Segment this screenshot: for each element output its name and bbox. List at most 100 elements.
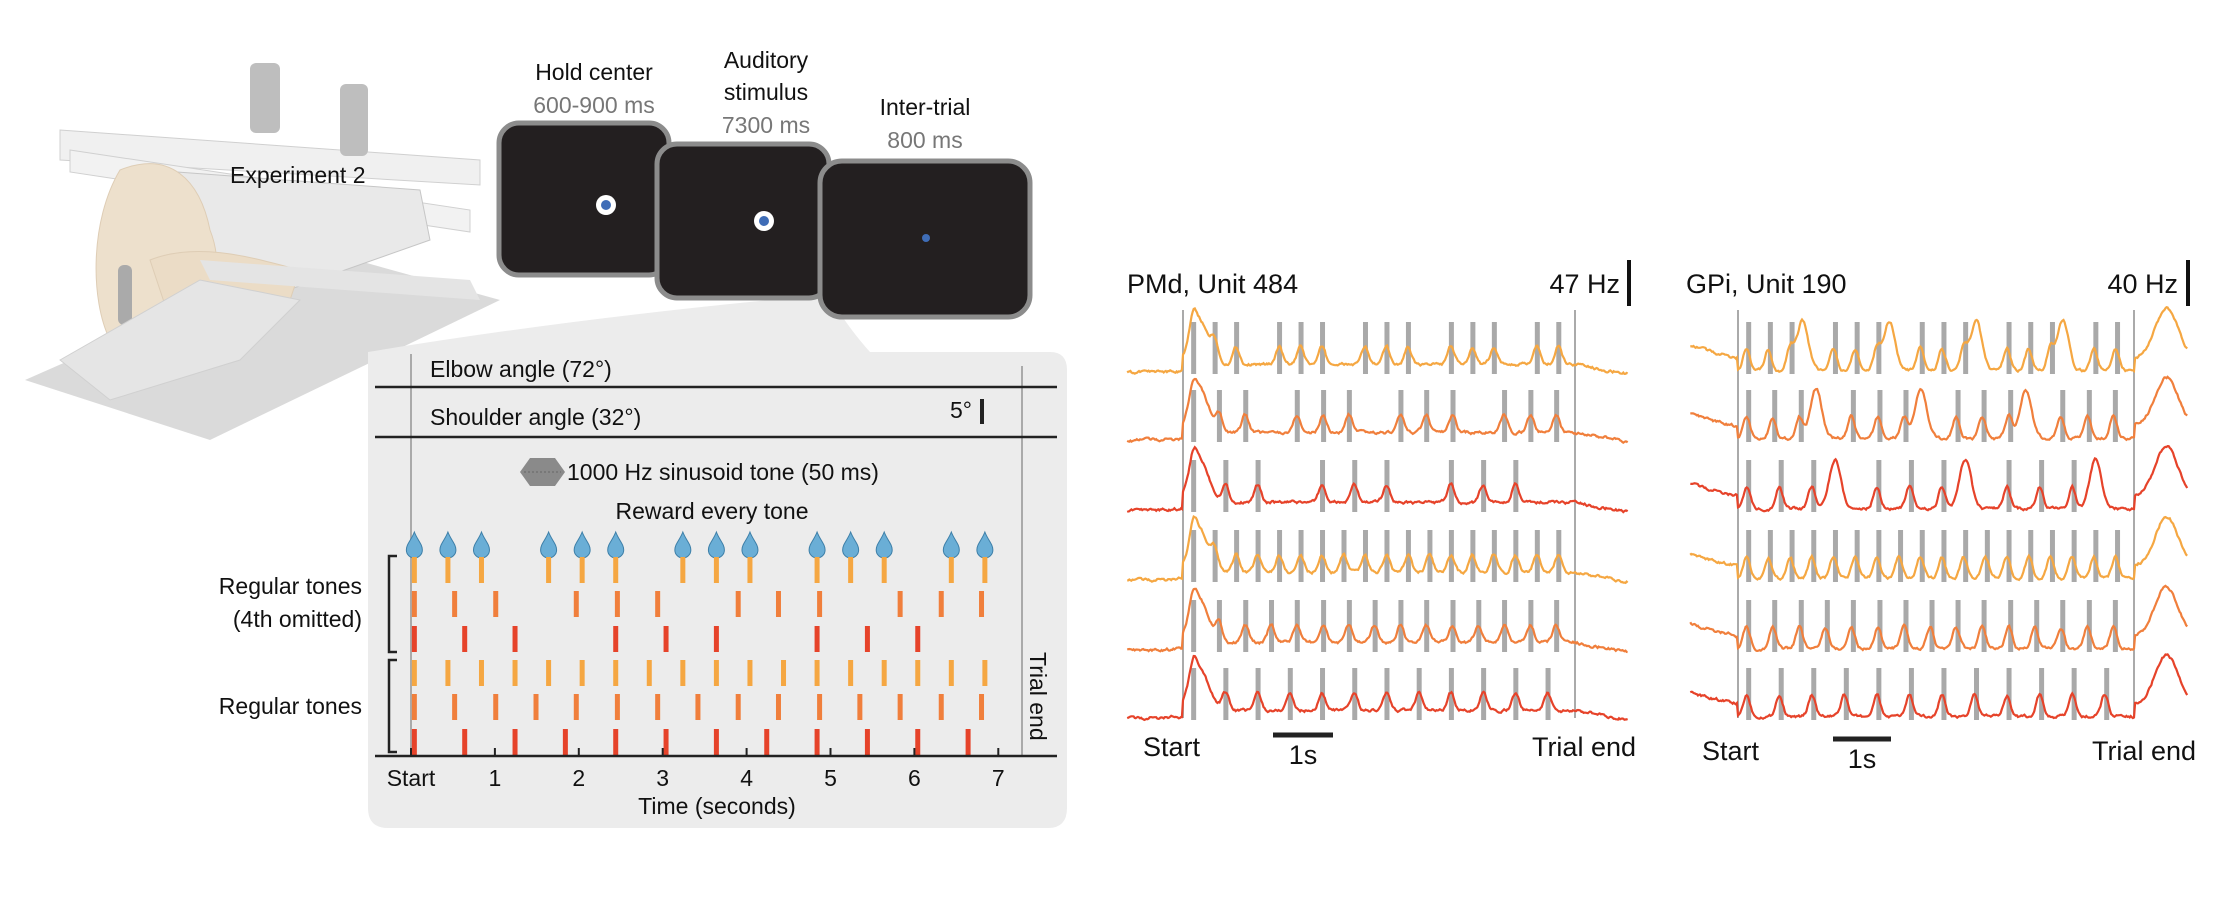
tone-tick xyxy=(452,694,458,720)
tone-tick xyxy=(747,660,753,686)
tone-tick xyxy=(775,694,781,720)
tone-bar xyxy=(1941,530,1947,582)
auditory-stimulus-label-1: Auditory xyxy=(724,47,809,73)
tone-bar xyxy=(2049,530,2055,582)
tone-tick xyxy=(817,694,823,720)
tone-tick xyxy=(864,729,870,755)
gpi-title: GPi, Unit 190 xyxy=(1686,269,1847,299)
tone-bar xyxy=(1876,460,1882,512)
tone-tick xyxy=(814,626,820,652)
tone-bar xyxy=(1824,600,1830,652)
firing-rate-trace xyxy=(1690,375,2188,442)
tone-bar xyxy=(1746,530,1752,582)
tone-tick xyxy=(663,729,669,755)
firing-rate-trace xyxy=(1126,306,1629,376)
tone-bar xyxy=(1941,322,1947,374)
gpi-time-scale-label: 1s xyxy=(1848,744,1877,774)
tone-bar xyxy=(1908,668,1914,720)
tone-bar xyxy=(1767,322,1773,374)
tone-bar xyxy=(2093,530,2099,582)
tone-tick xyxy=(562,729,568,755)
group-regular-label: Regular tones xyxy=(219,693,362,719)
tone-tick xyxy=(411,694,417,720)
tone-bar xyxy=(2071,460,2077,512)
tone-tick xyxy=(579,660,585,686)
tone-bar xyxy=(1191,600,1197,652)
reward-label: Reward every tone xyxy=(615,498,808,524)
tone-bar xyxy=(1981,390,1987,442)
tone-bar xyxy=(1941,668,1947,720)
tone-tick xyxy=(512,729,518,755)
tone-tick xyxy=(857,694,863,720)
tone-bar xyxy=(1789,530,1795,582)
tone-tick xyxy=(478,660,484,686)
tone-tick xyxy=(915,729,921,755)
tone-bar xyxy=(2006,460,2012,512)
group-omitted-label-1: Regular tones xyxy=(219,573,362,599)
firing-rate-trace xyxy=(1689,515,2188,582)
tone-bar xyxy=(2039,460,2045,512)
tone-tick xyxy=(979,694,985,720)
tone-bar xyxy=(1798,600,1804,652)
tone-bar xyxy=(1212,322,1218,374)
x-tick-label: 7 xyxy=(992,765,1005,791)
tone-tick xyxy=(462,626,468,652)
tone-tick xyxy=(915,660,921,686)
tone-tick xyxy=(864,626,870,652)
firing-rate-trace xyxy=(1690,444,2189,513)
tone-bar xyxy=(1778,460,1784,512)
auditory-stimulus-duration: 7300 ms xyxy=(722,112,810,138)
inter-trial-duration: 800 ms xyxy=(887,127,962,153)
tone-bar xyxy=(1850,390,1856,442)
gpi-tone-bars xyxy=(1746,322,2121,720)
tone-tick xyxy=(982,660,988,686)
tone-bar xyxy=(2034,600,2040,652)
pmd-time-scale-label: 1s xyxy=(1289,740,1318,770)
tone-bar xyxy=(2006,322,2012,374)
tone-tick xyxy=(695,694,701,720)
tone-tick xyxy=(775,591,781,617)
tone-tick xyxy=(897,591,903,617)
tone-waveform-icon xyxy=(520,458,565,486)
tone-bar xyxy=(2060,600,2066,652)
tone-tick xyxy=(848,557,854,583)
pmd-traces xyxy=(1126,306,1629,722)
tone-bar xyxy=(2008,600,2014,652)
gpi-traces xyxy=(1689,305,2189,720)
tone-bar xyxy=(1919,530,1925,582)
tone-tick xyxy=(613,626,619,652)
screen-hold-center xyxy=(496,120,672,278)
tone-tick xyxy=(713,729,719,755)
tone-tick xyxy=(848,660,854,686)
tone-bar xyxy=(1767,530,1773,582)
tone-bar xyxy=(1941,460,1947,512)
tone-tick xyxy=(881,557,887,583)
tone-bar xyxy=(1556,322,1562,374)
screen-auditory-stimulus xyxy=(654,141,832,301)
time-axis-label: Time (seconds) xyxy=(638,793,796,819)
pmd-title: PMd, Unit 484 xyxy=(1127,269,1298,299)
tone-tick xyxy=(982,557,988,583)
tone-bar xyxy=(2071,668,2077,720)
tone-bar xyxy=(2028,322,2034,374)
hold-center-duration: 600-900 ms xyxy=(533,92,654,118)
tone-bar xyxy=(1898,530,1904,582)
tone-tick xyxy=(614,694,620,720)
tone-bar xyxy=(1974,668,1980,720)
tone-bar xyxy=(2093,322,2099,374)
tone-tick xyxy=(546,660,552,686)
tone-tick xyxy=(938,694,944,720)
elbow-angle-label: Elbow angle (72°) xyxy=(430,356,612,382)
gpi-end-label: Trial end xyxy=(2092,736,2196,766)
firing-rate-trace xyxy=(1126,654,1629,722)
x-tick-label: 3 xyxy=(656,765,669,791)
tone-bar xyxy=(1481,668,1487,720)
shoulder-angle-label: Shoulder angle (32°) xyxy=(430,404,641,430)
group-omitted-label-2: (4th omitted) xyxy=(233,606,362,632)
tone-tick xyxy=(663,626,669,652)
tone-tick xyxy=(948,660,954,686)
x-tick-label: 5 xyxy=(824,765,837,791)
tone-tick xyxy=(579,557,585,583)
tone-tick xyxy=(613,557,619,583)
